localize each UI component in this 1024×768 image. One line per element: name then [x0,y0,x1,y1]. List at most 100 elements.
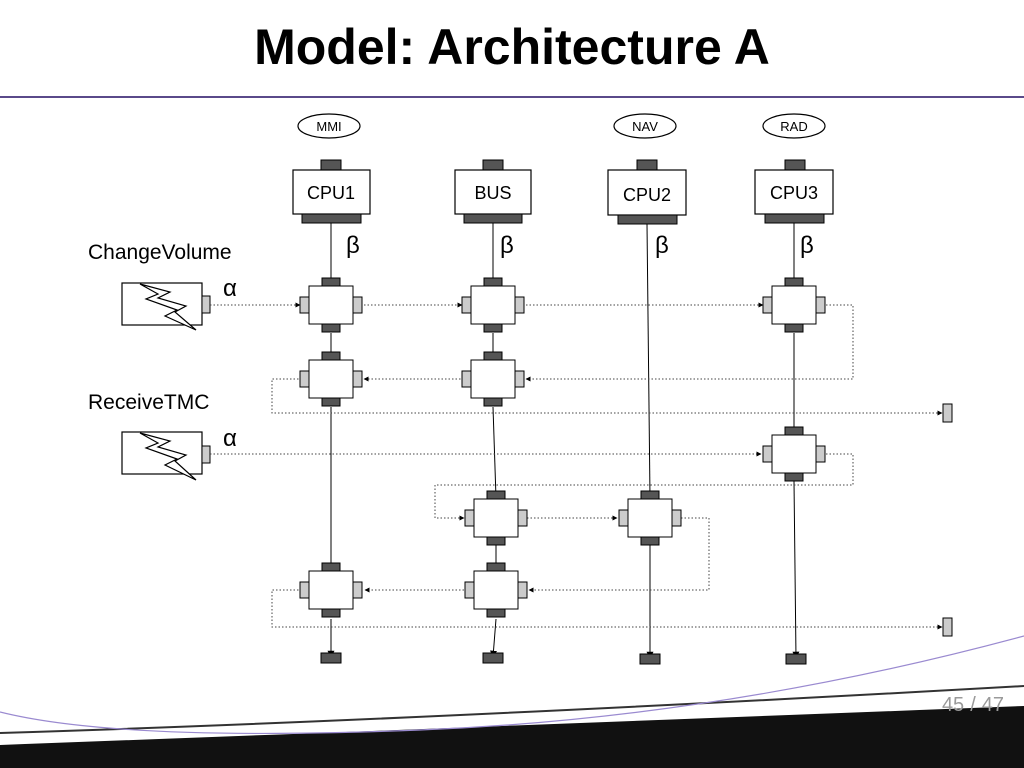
beta-label-cpu2: β [655,232,669,259]
node-right-port [815,296,826,314]
node-top-port [321,277,341,287]
node-body [470,285,516,325]
tag-nav-label: NAV [632,119,658,134]
footer-decoration [0,635,1024,768]
tag-nav: NAV [613,113,677,139]
vertical-flows [327,223,800,659]
beta-label-cpu3: β [800,232,814,259]
node-top-port [483,351,503,361]
node-left-port [762,445,773,463]
node-right-port [671,509,682,527]
component-cpu1-label: CPU1 [307,183,355,203]
process-nodes [299,277,826,618]
node-top-port [321,351,341,361]
node-left-port [461,370,472,388]
node-top-port [784,277,804,287]
node-body [473,498,519,538]
node-bottom-port [321,323,341,333]
node-right-port [517,509,528,527]
node-right-port [517,581,528,599]
process-node [461,351,525,407]
event-receive-tmc-label: ReceiveTMC [88,391,209,414]
node-right-port [514,370,525,388]
tag-mmi: MMI [297,113,361,139]
node-body [627,498,673,538]
component-cpu3: CPU3 [754,159,834,224]
node-right-port [815,445,826,463]
node-bottom-port [486,608,506,618]
node-top-port [640,490,660,500]
node-body [470,359,516,399]
output-port [942,403,953,423]
node-left-port [464,509,475,527]
tag-mmi-label: MMI [316,119,341,134]
node-bottom-port [321,397,341,407]
node-top-port [321,562,341,572]
node-bottom-port [784,323,804,333]
beta-label-cpu1: β [346,232,360,259]
sink-terminals [320,403,953,665]
component-bus: BUS [454,159,532,224]
page-total: 47 [981,694,1004,716]
slide-title: Model: Architecture A [254,19,770,75]
node-left-port [762,296,773,314]
process-node [762,426,826,482]
component-cpu1: CPU1 [292,159,371,224]
sink-terminal [482,652,504,664]
process-node [299,562,363,618]
page-current: 45 [941,694,965,716]
node-right-port [514,296,525,314]
sink-terminal [639,653,661,665]
node-bottom-port [640,536,660,546]
node-left-port [299,370,310,388]
process-node [299,351,363,407]
page-number: 45/47 [942,694,1004,717]
node-bottom-port [784,472,804,482]
component-bus-label: BUS [474,183,511,203]
output-port [942,617,953,637]
node-body [308,570,354,610]
dotted-flows [210,302,943,630]
process-node [762,277,826,333]
component-cpu2-label: CPU2 [623,185,671,205]
node-top-port [784,426,804,436]
node-right-port [352,581,363,599]
beta-label-bus: β [500,232,514,259]
tag-rad: RAD [762,113,826,139]
node-body [308,359,354,399]
lightning-icon [121,431,211,481]
title-divider [0,96,1024,98]
process-node [464,490,528,546]
node-body [771,434,817,474]
node-bottom-port [321,608,341,618]
event-change-volume-label: ChangeVolume [88,241,232,264]
node-left-port [618,509,629,527]
component-cpu2: CPU2 [607,159,687,225]
node-bottom-port [483,397,503,407]
node-left-port [464,581,475,599]
node-top-port [483,277,503,287]
node-left-port [299,581,310,599]
node-body [308,285,354,325]
alpha-label-change-volume: α [223,275,237,302]
component-cpu3-label: CPU3 [770,183,818,203]
process-node [461,277,525,333]
node-top-port [486,562,506,572]
process-node [299,277,363,333]
node-left-port [299,296,310,314]
node-body [771,285,817,325]
page-separator: / [970,694,976,716]
sink-terminal [320,652,342,664]
node-top-port [486,490,506,500]
node-bottom-port [486,536,506,546]
lightning-icon [121,282,211,331]
process-node [618,490,682,546]
node-bottom-port [483,323,503,333]
node-body [473,570,519,610]
node-right-port [352,370,363,388]
tag-rad-label: RAD [780,119,807,134]
node-left-port [461,296,472,314]
node-right-port [352,296,363,314]
process-node [464,562,528,618]
